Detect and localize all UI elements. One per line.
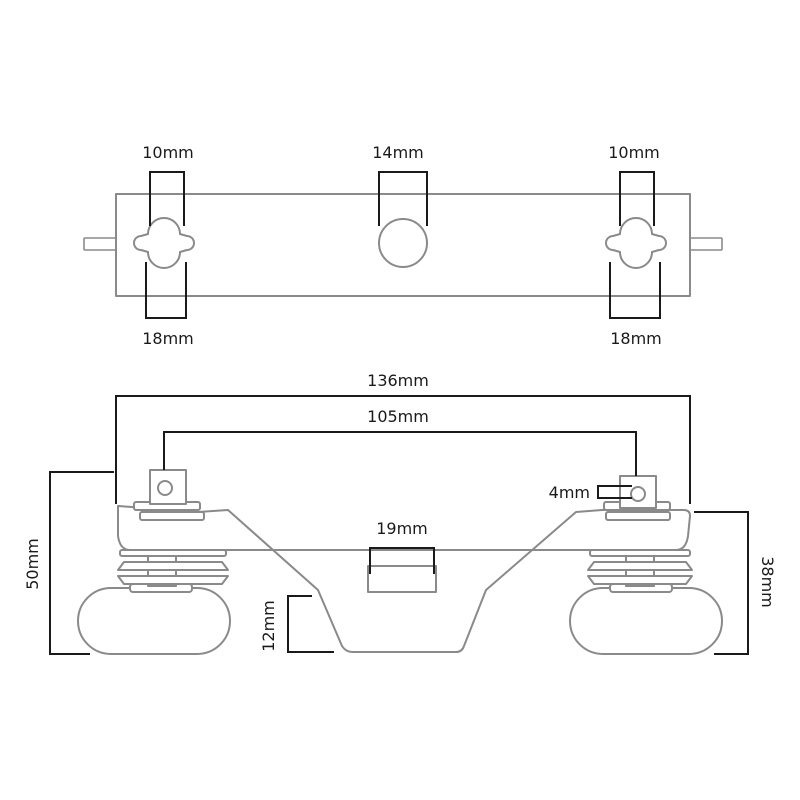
left-tab-base (139, 511, 205, 521)
dim-channel-depth-bracket (287, 595, 334, 653)
label-right-hole-bottom: 18mm (610, 329, 662, 348)
label-center-hole: 14mm (372, 143, 424, 162)
left-keyhole (133, 217, 195, 269)
center-channel-notch (367, 565, 437, 593)
right-mount-tab (619, 475, 657, 509)
dim-right-top-bracket (619, 171, 655, 226)
right-wheel (569, 587, 723, 655)
right-axle-stack (587, 549, 693, 593)
dim-center-channel-bracket (369, 547, 435, 574)
dim-total-height-bracket (49, 471, 114, 655)
label-bolt-hole: 4mm (549, 483, 590, 502)
dim-bolt-hole-bracket (597, 485, 632, 499)
label-wheel-height: 38mm (758, 556, 777, 608)
label-overall-width: 136mm (367, 371, 429, 390)
dim-overall-width-bracket (115, 395, 691, 504)
label-hole-spacing: 105mm (367, 407, 429, 426)
left-wheel (77, 587, 231, 655)
top-view: 10mm 14mm 10mm 18mm 18mm (83, 143, 723, 348)
dim-left-top-bracket (149, 171, 185, 226)
right-mount-hole (630, 486, 646, 502)
label-center-channel: 19mm (376, 519, 428, 538)
top-plate (115, 193, 691, 297)
right-keyhole (605, 217, 667, 269)
label-total-height: 50mm (23, 538, 42, 590)
label-left-hole-bottom: 18mm (142, 329, 194, 348)
center-hole (378, 218, 428, 268)
dim-left-bottom-bracket (145, 262, 187, 319)
left-axle-stack (117, 549, 229, 593)
dim-right-bottom-bracket (609, 262, 661, 319)
left-mount-hole (157, 480, 173, 496)
label-right-hole-top: 10mm (608, 143, 660, 162)
label-left-hole-top: 10mm (142, 143, 194, 162)
right-tab-base (605, 511, 671, 521)
dim-center-bracket (378, 171, 428, 226)
side-view: 136mm 105mm 4mm 19mm 50mm 12mm 38mm (23, 371, 777, 655)
dim-wheel-height-bracket (694, 511, 749, 655)
label-channel-depth: 12mm (259, 600, 278, 652)
dim-hole-spacing-bracket (163, 431, 637, 476)
